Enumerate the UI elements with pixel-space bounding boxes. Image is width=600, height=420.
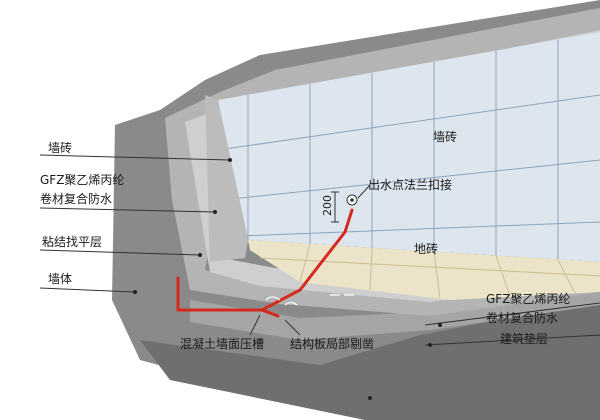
wall-tile-grid xyxy=(217,40,600,260)
label-floor-tile: 地砖 xyxy=(414,241,438,256)
structural-slab xyxy=(140,300,600,420)
outlet-flange-center xyxy=(350,198,354,202)
wall-tile-surface xyxy=(218,32,600,262)
cushion-dot xyxy=(368,396,372,400)
membrane-layer xyxy=(165,8,600,316)
label-membrane-left-1: GFZ聚乙烯丙纶 xyxy=(40,173,124,187)
label-wall-tile-left: 墙砖 xyxy=(48,140,72,155)
leaders-right xyxy=(249,184,600,347)
floor-tile-surface xyxy=(248,240,600,300)
floor-tile-grid xyxy=(259,243,600,299)
label-building-cushion: 建筑垫层 xyxy=(500,331,548,346)
water-pipe xyxy=(176,208,354,318)
label-membrane-left-2: 卷材复合防水 xyxy=(40,191,112,206)
label-concrete-groove: 混凝土墙面压槽 xyxy=(180,336,264,351)
label-wall-tile-right: 墙砖 xyxy=(433,129,457,144)
label-outlet-flange: 出水点法兰扣接 xyxy=(368,177,452,192)
wall-edge-shade xyxy=(205,95,248,262)
label-membrane-right-2: 卷材复合防水 xyxy=(486,310,558,325)
leaders-left xyxy=(39,154,232,294)
label-bonding-layer: 粘结找平层 xyxy=(42,234,102,249)
dimension-label: 200 xyxy=(321,195,334,216)
label-wall-body: 墙体 xyxy=(48,272,72,286)
label-membrane-right-1: GFZ聚乙烯丙纶 xyxy=(486,292,570,306)
label-slab-chisel: 结构板局部剔凿 xyxy=(290,336,374,351)
slab-chisel-marks xyxy=(265,294,354,306)
